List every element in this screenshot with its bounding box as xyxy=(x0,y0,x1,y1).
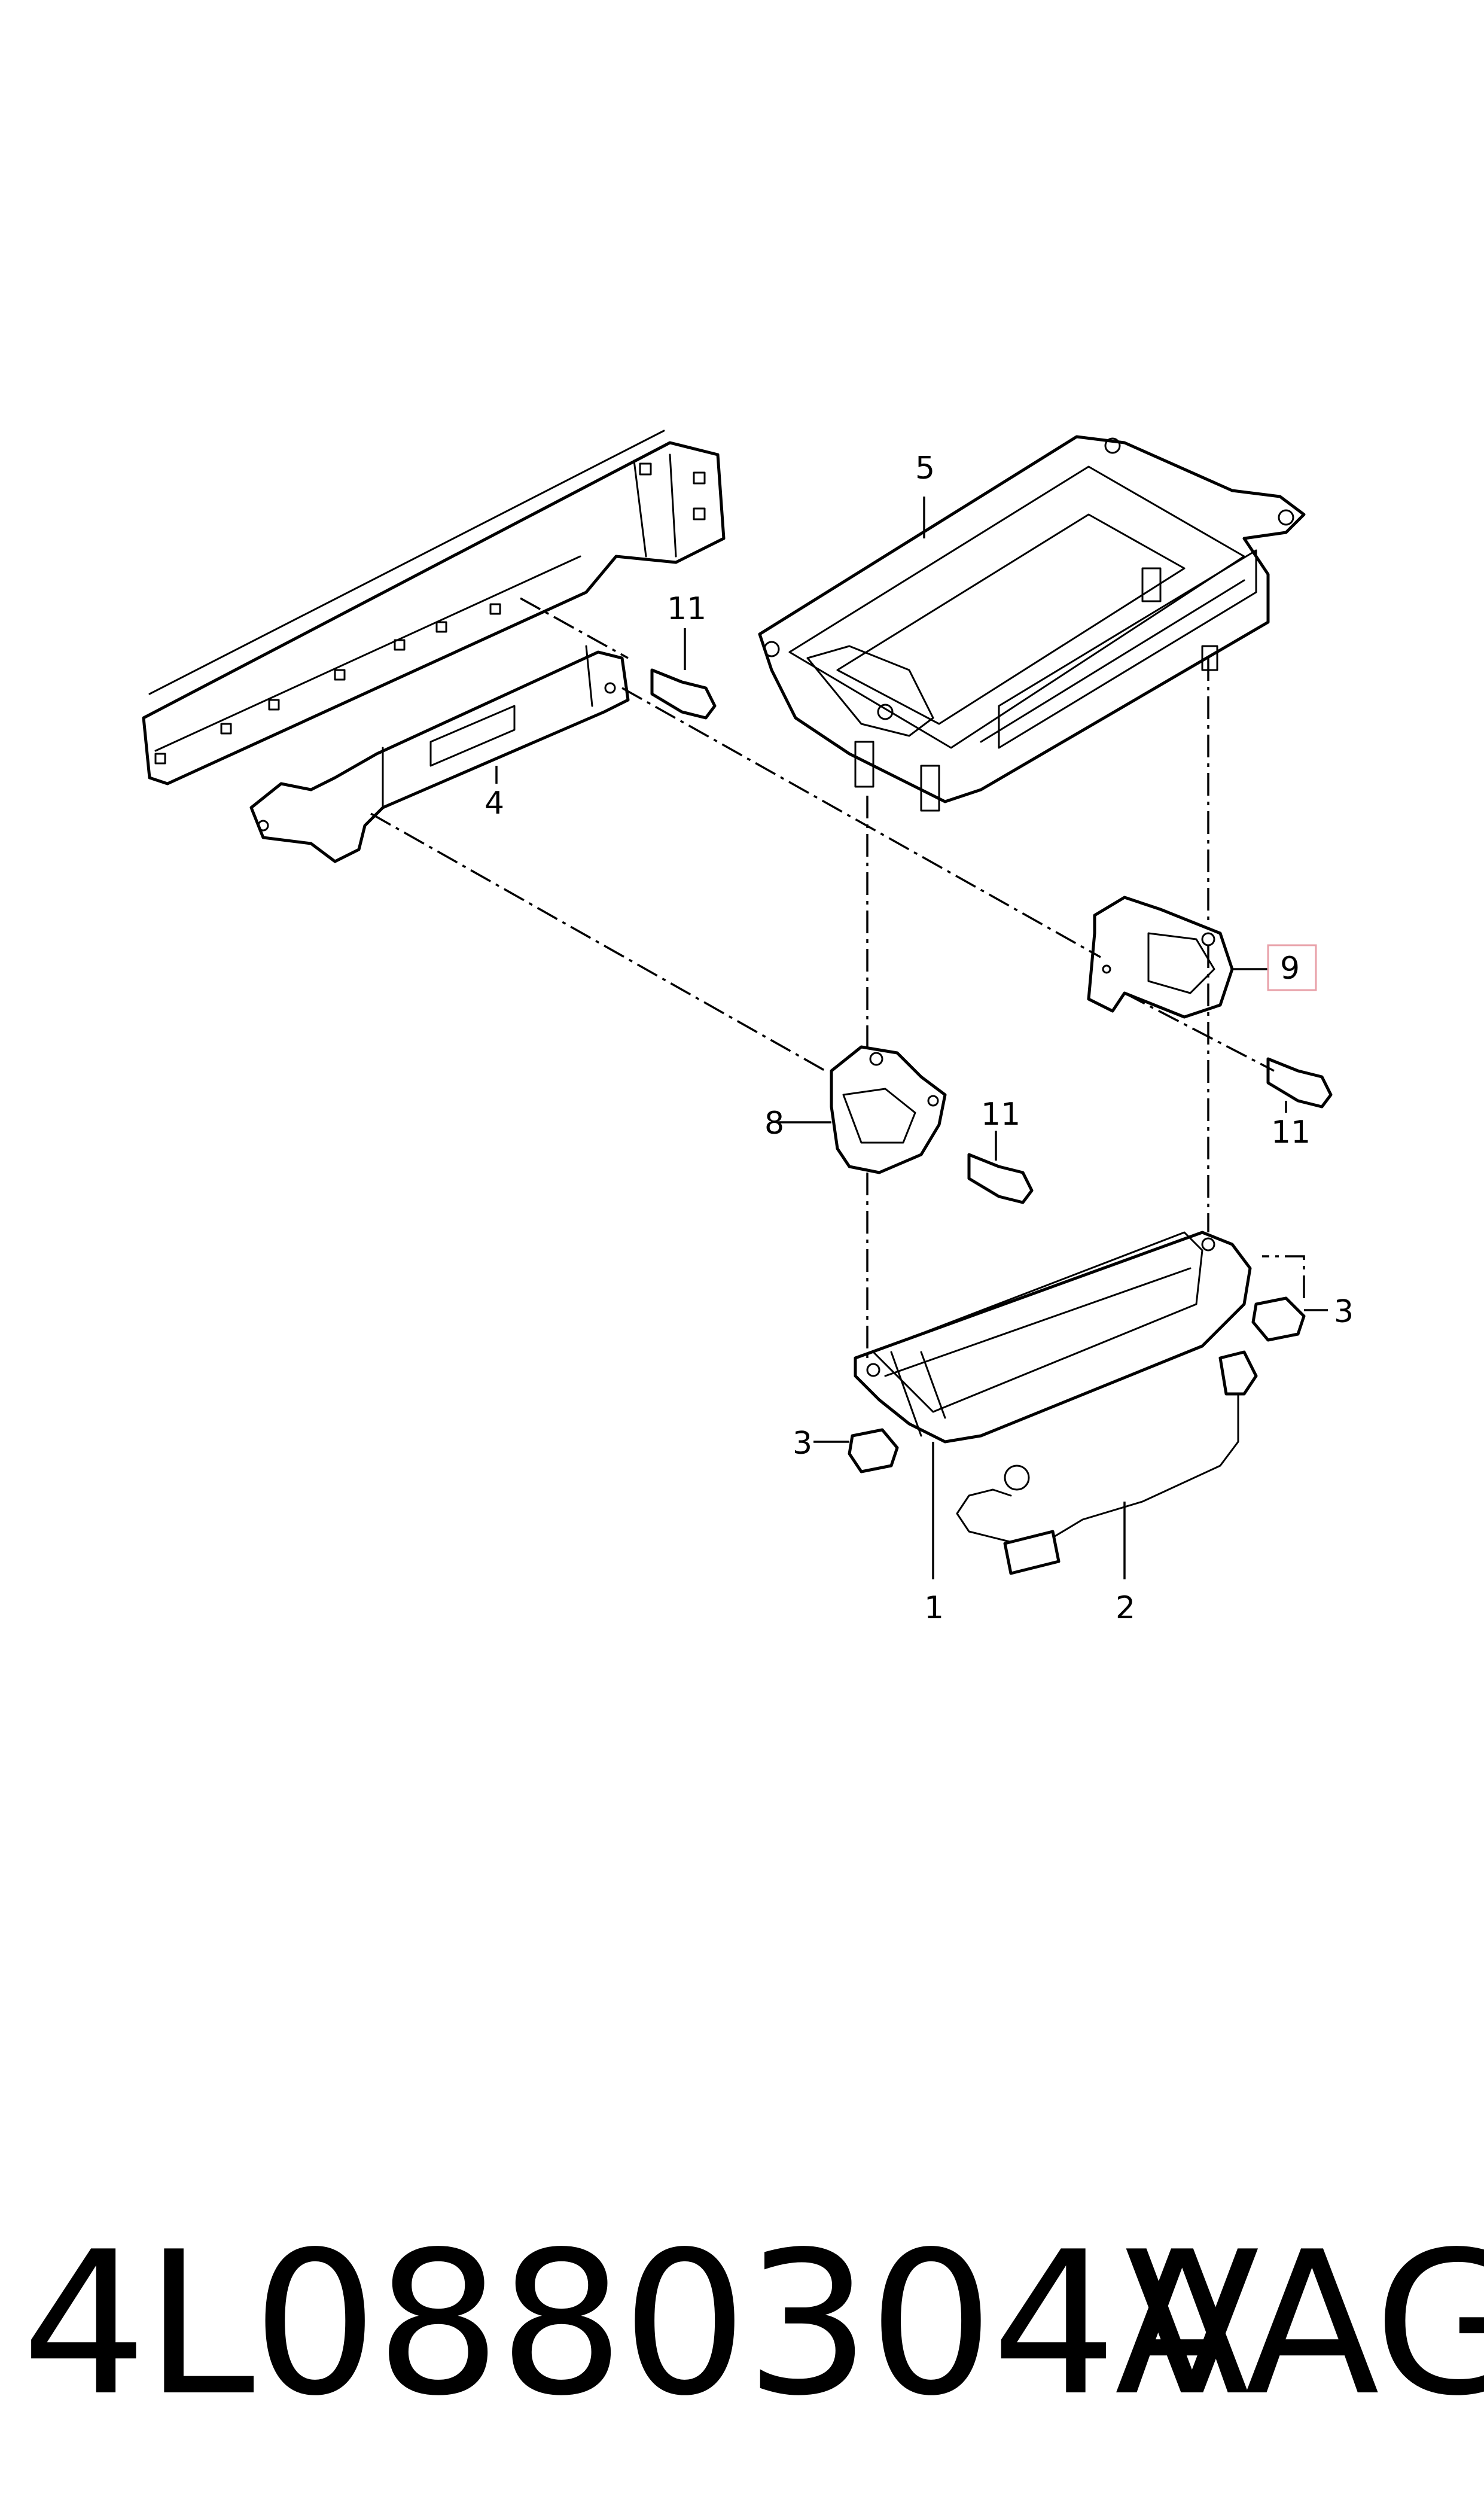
callout-8: 8 xyxy=(764,1106,784,1141)
airbag-unit-1 xyxy=(854,1231,1252,1444)
cross-member-frame xyxy=(142,430,726,785)
assembly-lines xyxy=(370,597,1305,1358)
callout-11-right: 11 xyxy=(1271,1115,1311,1150)
leader-lines xyxy=(495,497,1328,1579)
airbag-housing-5 xyxy=(758,435,1306,812)
nut-3-left xyxy=(848,1428,899,1473)
nut-3-right xyxy=(1251,1296,1306,1342)
bolt-11-right xyxy=(1266,1057,1333,1109)
bracket-4 xyxy=(249,645,630,863)
bolt-11-top xyxy=(650,668,717,720)
callout-3-left: 3 xyxy=(793,1426,812,1462)
callout-11-middle: 11 xyxy=(981,1097,1020,1132)
callout-11-top: 11 xyxy=(667,591,706,627)
callout-3-right: 3 xyxy=(1334,1294,1354,1330)
wiring-harness-2 xyxy=(956,1350,1258,1575)
callout-1: 1 xyxy=(924,1590,944,1626)
callout-5: 5 xyxy=(915,450,935,486)
bracket-9 xyxy=(1087,896,1234,1019)
callout-4: 4 xyxy=(484,785,504,821)
callout-2: 2 xyxy=(1116,1590,1135,1626)
footer: 4L0880304A VAG xyxy=(0,2225,1484,2423)
callout-9: 9 xyxy=(1280,951,1300,987)
bracket-8 xyxy=(830,1045,947,1174)
part-number: 4L0880304A xyxy=(22,2209,1250,2439)
callout-9-highlight xyxy=(1267,944,1317,991)
bolt-11-middle xyxy=(967,1153,1034,1204)
brand-name: VAG xyxy=(1125,2209,1484,2439)
exploded-parts-diagram: 5 11 4 9 8 11 11 3 3 1 2 xyxy=(142,430,1354,1626)
